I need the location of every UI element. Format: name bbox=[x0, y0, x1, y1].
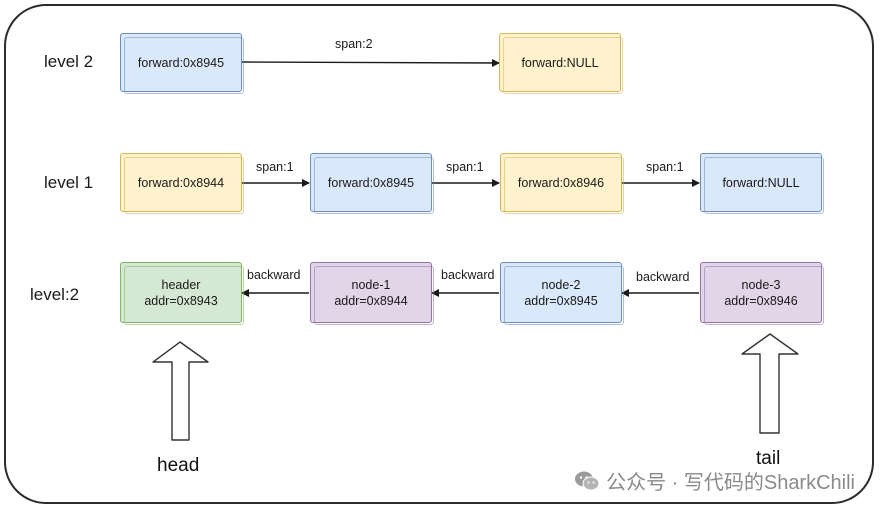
tail-pointer-arrow bbox=[741, 333, 799, 434]
node-text: forward:0x8944 bbox=[137, 175, 225, 190]
rounded-frame bbox=[4, 4, 874, 504]
node-text: forward:0x8946 bbox=[517, 175, 605, 190]
level-1-label: level 1 bbox=[44, 173, 94, 192]
node-addr: addr=0x8944 bbox=[334, 293, 408, 308]
node-2: node-2 addr=0x8945 bbox=[500, 262, 624, 325]
level1-node-3: forward:NULL bbox=[700, 153, 824, 214]
watermark-text: 公众号 · 写代码的SharkChili bbox=[606, 472, 855, 494]
backward-label-2: backward bbox=[440, 268, 496, 282]
node-1: node-1 addr=0x8944 bbox=[310, 262, 434, 325]
level2-null-node: forward:NULL bbox=[499, 33, 623, 94]
node-text: forward:NULL bbox=[722, 175, 800, 190]
node-name: header bbox=[161, 277, 201, 292]
backward-label-1: backward bbox=[246, 268, 302, 282]
watermark: 公众号 · 写代码的SharkChili bbox=[574, 466, 855, 495]
node-addr: addr=0x8945 bbox=[524, 293, 598, 308]
level1-span-label-2: span:1 bbox=[445, 160, 485, 174]
level1-node-2: forward:0x8946 bbox=[500, 153, 624, 214]
level2-header-forward-node: forward:0x8945 bbox=[120, 33, 244, 94]
node-name: node-1 bbox=[351, 277, 391, 292]
node-text: forward:0x8945 bbox=[327, 175, 415, 190]
node-3: node-3 addr=0x8946 bbox=[700, 262, 824, 325]
header-node: header addr=0x8943 bbox=[120, 262, 244, 325]
level2-forward-edge bbox=[241, 58, 500, 67]
node-text: forward:NULL bbox=[521, 55, 599, 70]
level-2-label: level 2 bbox=[44, 52, 94, 71]
node-text: forward:0x8945 bbox=[137, 55, 225, 70]
node-addr: addr=0x8943 bbox=[144, 293, 218, 308]
backward-label-3: backward bbox=[635, 270, 691, 284]
level1-node-1: forward:0x8945 bbox=[310, 153, 434, 214]
head-label: head bbox=[157, 455, 200, 476]
node-name: node-2 bbox=[541, 277, 581, 292]
head-pointer-arrow bbox=[152, 341, 209, 441]
level1-node-header: forward:0x8944 bbox=[120, 153, 244, 214]
level1-span-label-3: span:1 bbox=[645, 160, 685, 174]
node-name: node-3 bbox=[741, 277, 781, 292]
level2-span-label: span:2 bbox=[334, 37, 374, 51]
tail-label: tail bbox=[756, 448, 781, 469]
node-addr: addr=0x8946 bbox=[724, 293, 798, 308]
level-count-label: level:2 bbox=[30, 285, 80, 304]
level1-span-label-1: span:1 bbox=[255, 160, 295, 174]
wechat-icon bbox=[574, 470, 600, 492]
